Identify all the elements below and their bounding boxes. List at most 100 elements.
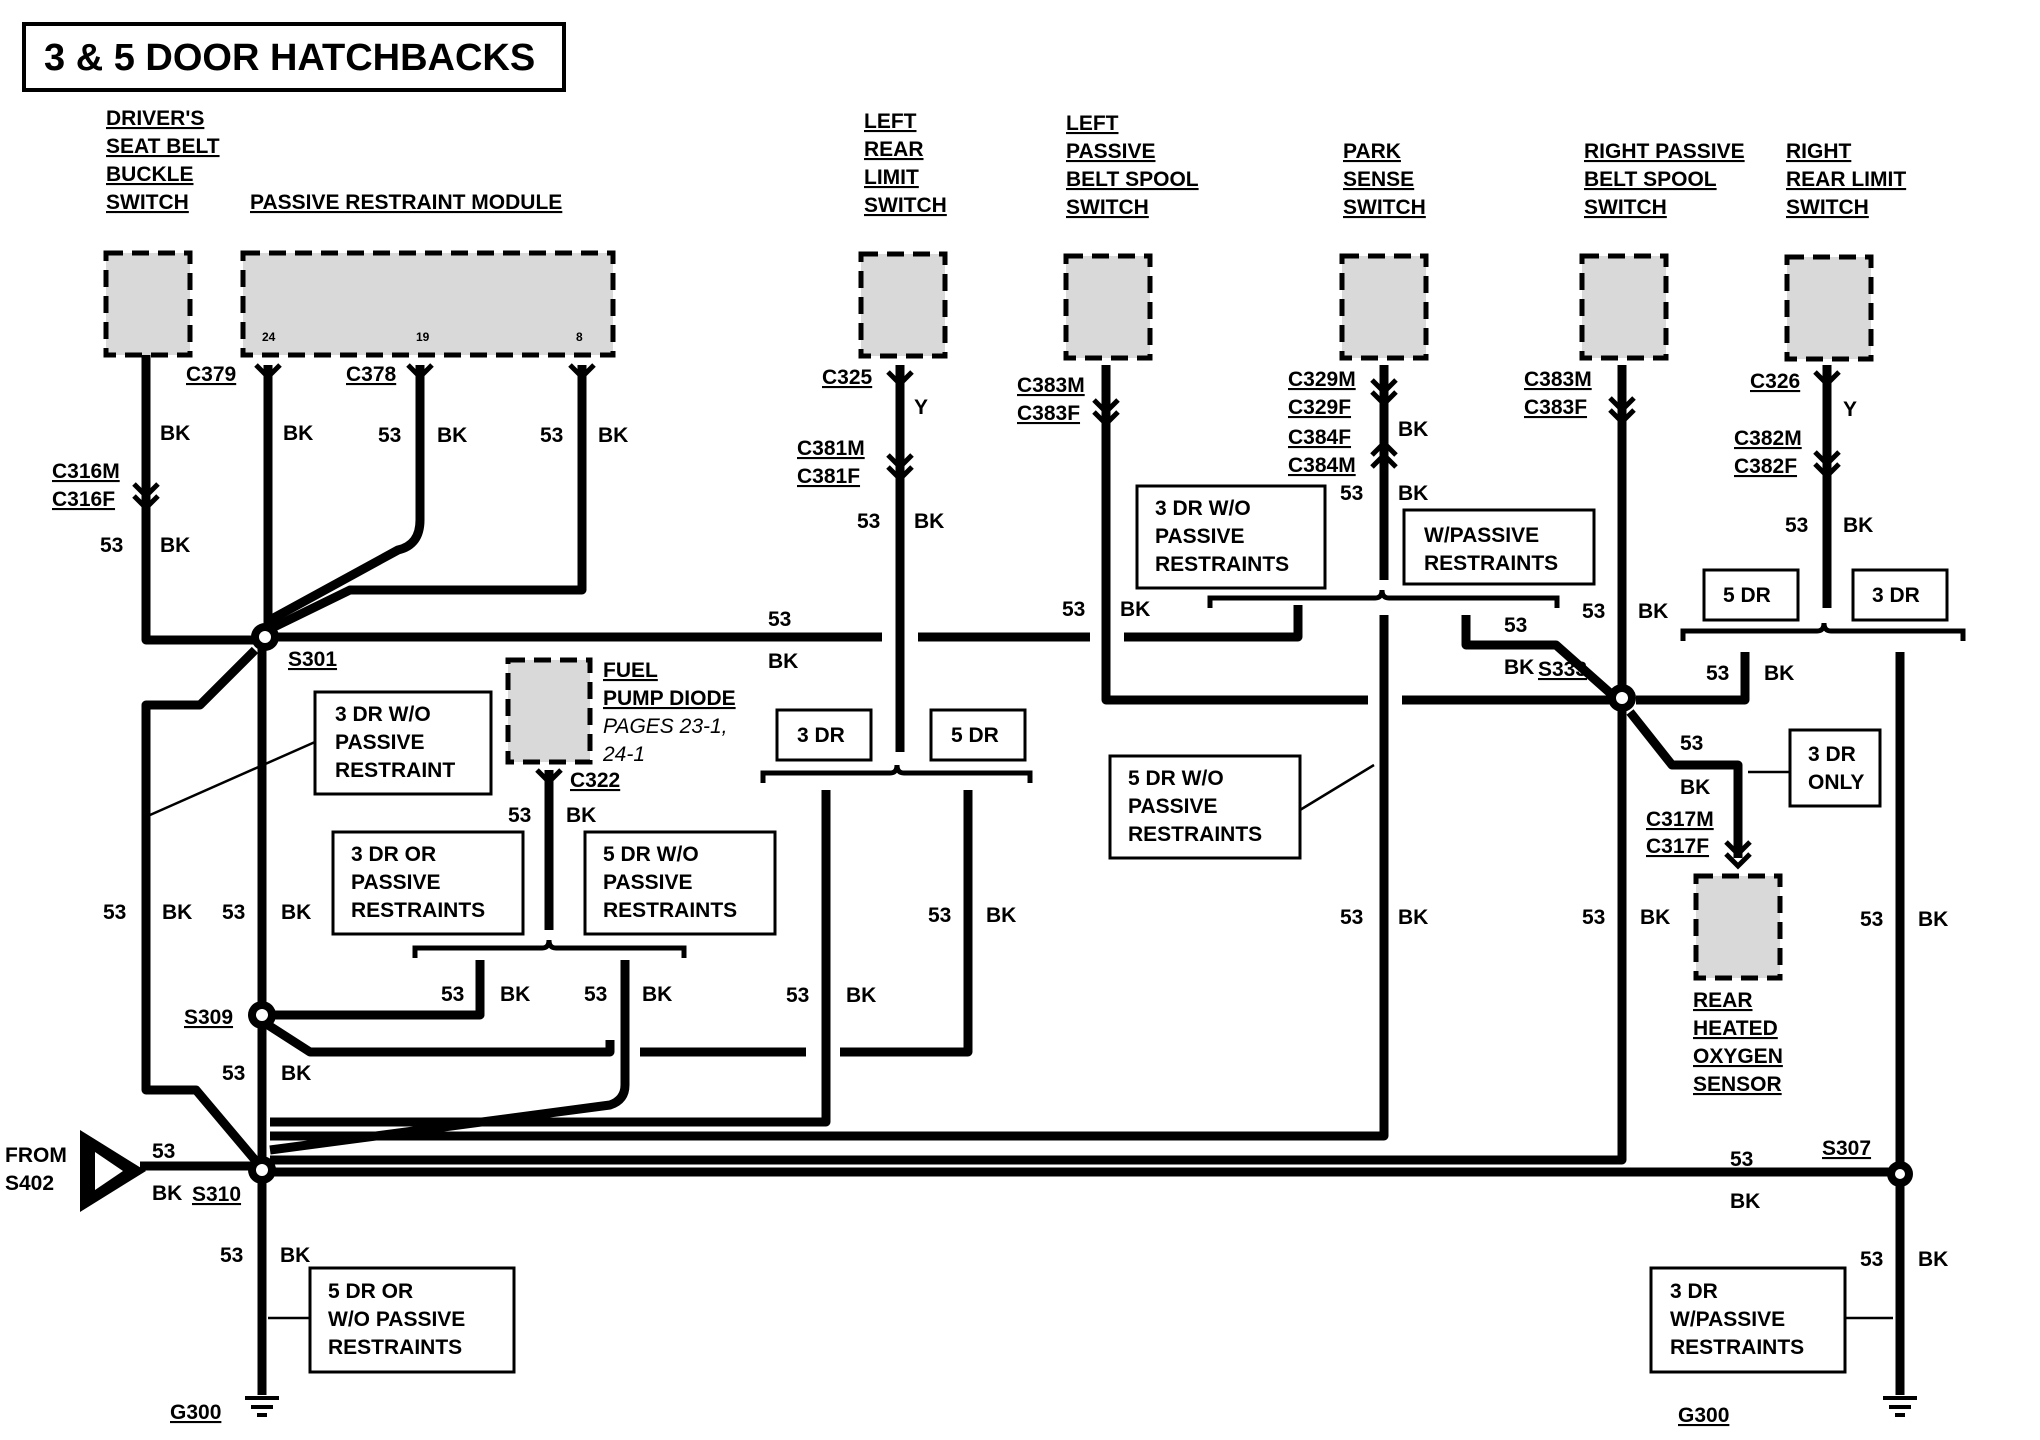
- wire-circuit: 53: [152, 1140, 175, 1163]
- rear-o2-label: REAR HEATED OXYGEN SENSOR: [1693, 989, 1783, 1096]
- label-line: LEFT: [1066, 112, 1119, 135]
- prm-label: PASSIVE RESTRAINT MODULE: [250, 191, 562, 214]
- wire-color: BK: [1638, 600, 1668, 623]
- svg-text:RESTRAINTS: RESTRAINTS: [351, 899, 485, 922]
- ground-g300-left: G300: [170, 1401, 221, 1424]
- drivers-buckle-label: DRIVER'S SEAT BELT BUCKLE SWITCH: [106, 107, 220, 214]
- label-line: RIGHT: [1786, 140, 1852, 163]
- wire-color: BK: [283, 422, 313, 445]
- option-box-g-3dr-w: 3 DR W/PASSIVE RESTRAINTS: [1649, 1266, 1847, 1374]
- connector-c329m: C329M: [1288, 368, 1356, 391]
- label-line: SENSOR: [1693, 1073, 1782, 1096]
- wire-color: BK: [986, 904, 1016, 927]
- wire-circuit: 53: [220, 1244, 243, 1267]
- label-line: PARK: [1343, 140, 1401, 163]
- connector-c381m: C381M: [797, 437, 865, 460]
- park-sense-label: PARK SENSE SWITCH: [1343, 140, 1426, 219]
- connector-c382f: C382F: [1734, 455, 1797, 478]
- prm-pin-19: 19: [416, 330, 430, 344]
- label-line: OXYGEN: [1693, 1045, 1783, 1068]
- wire-color: BK: [566, 804, 596, 827]
- wire-color: BK: [1918, 908, 1948, 931]
- ground-symbol-left: [245, 1396, 279, 1417]
- wire-circuit: 53: [1340, 906, 1363, 929]
- leader-lines: [149, 740, 1893, 1320]
- label-line: SWITCH: [106, 191, 189, 214]
- wire-circuit: 53: [928, 904, 951, 927]
- svg-text:RESTRAINTS: RESTRAINTS: [1670, 1336, 1804, 1359]
- wire-circuit: 53: [768, 608, 791, 631]
- splice-s307: S307: [1822, 1137, 1871, 1160]
- wire-circuit: 53: [1860, 908, 1883, 931]
- wire-circuit: 53: [857, 510, 880, 533]
- option-box-lr-5dr: 5 DR: [929, 708, 1027, 762]
- label-line: LEFT: [864, 110, 917, 133]
- wire-color: BK: [768, 650, 798, 673]
- connector-c317m: C317M: [1646, 808, 1714, 831]
- wire-color: BK: [846, 984, 876, 1007]
- connector-c316f: C316F: [52, 488, 115, 511]
- fuel-pump-label: FUEL PUMP DIODE PAGES 23-1, 24-1: [602, 659, 736, 766]
- label-line: SWITCH: [1343, 196, 1426, 219]
- connector-c381f: C381F: [797, 465, 860, 488]
- splices: [248, 623, 1913, 1187]
- wire-color: BK: [281, 901, 311, 924]
- left-spool-label: LEFT PASSIVE BELT SPOOL SWITCH: [1066, 112, 1199, 219]
- wire-color: BK: [1120, 598, 1150, 621]
- label-line: REAR LIMIT: [1786, 168, 1906, 191]
- svg-text:PASSIVE: PASSIVE: [1155, 525, 1244, 548]
- label-line: RIGHT PASSIVE: [1584, 140, 1745, 163]
- wire-color: BK: [1680, 776, 1710, 799]
- svg-text:3 DR W/O: 3 DR W/O: [1155, 497, 1251, 520]
- wire-circuit: 53: [103, 901, 126, 924]
- wire-color: BK: [500, 983, 530, 1006]
- svg-text:RESTRAINTS: RESTRAINTS: [1424, 552, 1558, 575]
- left-rear-limit-switch: [858, 251, 948, 359]
- connector-chevrons: [132, 363, 1841, 870]
- connector-c382m: C382M: [1734, 427, 1802, 450]
- fuel-pump-diode: [505, 657, 593, 765]
- connector-c383m-right: C383M: [1524, 368, 1592, 391]
- right-rear-limit-label: RIGHT REAR LIMIT SWITCH: [1786, 140, 1906, 219]
- prm-pin-24: 24: [262, 330, 276, 344]
- svg-text:3 DR: 3 DR: [797, 724, 845, 747]
- svg-text:RESTRAINTS: RESTRAINTS: [1128, 823, 1262, 846]
- right-spool-label: RIGHT PASSIVE BELT SPOOL SWITCH: [1584, 140, 1745, 219]
- svg-text:PASSIVE: PASSIVE: [1128, 795, 1217, 818]
- wire-color: Y: [1843, 398, 1857, 421]
- label-line: LIMIT: [864, 166, 919, 189]
- wire-color: BK: [1918, 1248, 1948, 1271]
- wire-circuit: 53: [1582, 600, 1605, 623]
- wire-color: BK: [162, 901, 192, 924]
- ground-g300-right: G300: [1678, 1404, 1729, 1427]
- svg-text:PASSIVE: PASSIVE: [351, 871, 440, 894]
- connector-c379: C379: [186, 363, 236, 386]
- wire-circuit: 53: [1680, 732, 1703, 755]
- wire-color: BK: [1843, 514, 1873, 537]
- title-box: 3 & 5 DOOR HATCHBACKS: [22, 22, 566, 92]
- label-line: PUMP DIODE: [603, 687, 736, 710]
- wire-color: BK: [280, 1244, 310, 1267]
- label-line: REAR: [864, 138, 924, 161]
- option-box-rr-3dr: 3 DR: [1851, 568, 1949, 622]
- wire-circuit: 53: [1706, 662, 1729, 685]
- wire-circuit: 53: [1340, 482, 1363, 505]
- park-sense-switch: [1339, 253, 1429, 361]
- svg-text:W/O PASSIVE: W/O PASSIVE: [328, 1308, 465, 1331]
- svg-text:RESTRAINTS: RESTRAINTS: [328, 1336, 462, 1359]
- label-line: FUEL: [603, 659, 658, 682]
- wire-circuit: 53: [786, 984, 809, 1007]
- wire-color: BK: [1398, 482, 1428, 505]
- wire-color: BK: [437, 424, 467, 447]
- ground-symbol-right: [1883, 1396, 1917, 1417]
- rear-heated-o2-sensor: [1693, 873, 1783, 981]
- diagram-title: 3 & 5 DOOR HATCHBACKS: [44, 37, 535, 79]
- wire-circuit: 53: [1504, 614, 1527, 637]
- connector-c329f: C329F: [1288, 396, 1351, 419]
- right-spool-switch: [1579, 253, 1669, 361]
- svg-text:3 DR W/O: 3 DR W/O: [335, 703, 431, 726]
- splice-s309: S309: [184, 1006, 233, 1029]
- label-line: SWITCH: [1786, 196, 1869, 219]
- wire-color: BK: [1398, 906, 1428, 929]
